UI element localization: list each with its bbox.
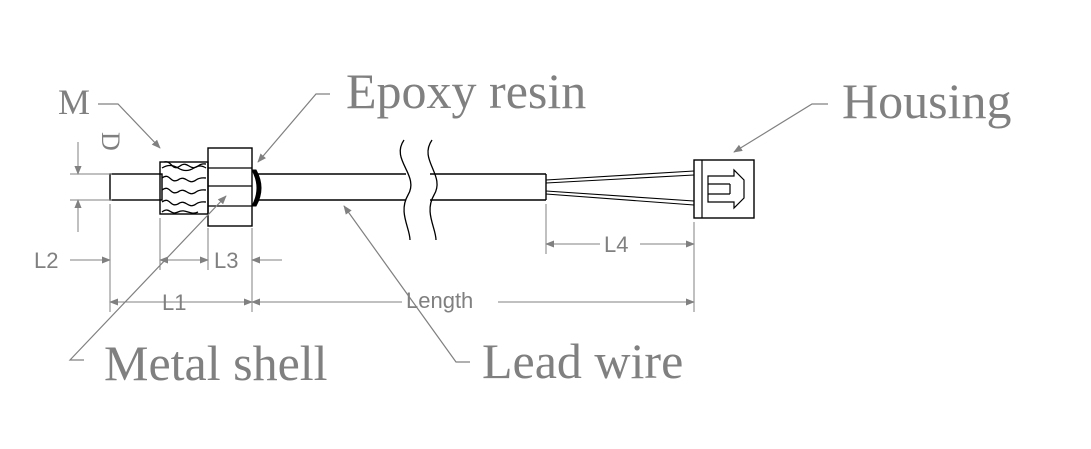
dim-label-l3: L3 xyxy=(214,248,238,273)
dimension-labels: L2 L3 L1 Length L4 xyxy=(34,232,628,315)
probe-tip xyxy=(109,173,163,201)
label-d: D xyxy=(96,132,125,151)
lead-wires xyxy=(545,170,695,206)
dim-label-l2: L2 xyxy=(34,248,58,273)
callout-labels: M D Epoxy resin Housing Metal shell Lead… xyxy=(58,63,1011,391)
sensor-body xyxy=(109,139,755,241)
label-metal-shell: Metal shell xyxy=(104,335,328,391)
cable xyxy=(258,173,547,201)
connector-housing xyxy=(693,159,755,219)
dim-label-length: Length xyxy=(406,288,473,313)
leader-lines xyxy=(68,93,828,363)
dim-label-l4: L4 xyxy=(604,232,628,257)
epoxy-ring xyxy=(251,169,262,207)
dim-label-l1: L1 xyxy=(162,290,186,315)
label-epoxy-resin: Epoxy resin xyxy=(346,63,586,119)
label-m: M xyxy=(58,82,90,122)
hex-nut xyxy=(207,147,253,227)
label-lead-wire: Lead wire xyxy=(482,333,683,389)
label-housing: Housing xyxy=(842,73,1011,129)
dimension-lines xyxy=(70,142,695,312)
break-mark xyxy=(399,139,438,241)
thread xyxy=(159,161,209,215)
